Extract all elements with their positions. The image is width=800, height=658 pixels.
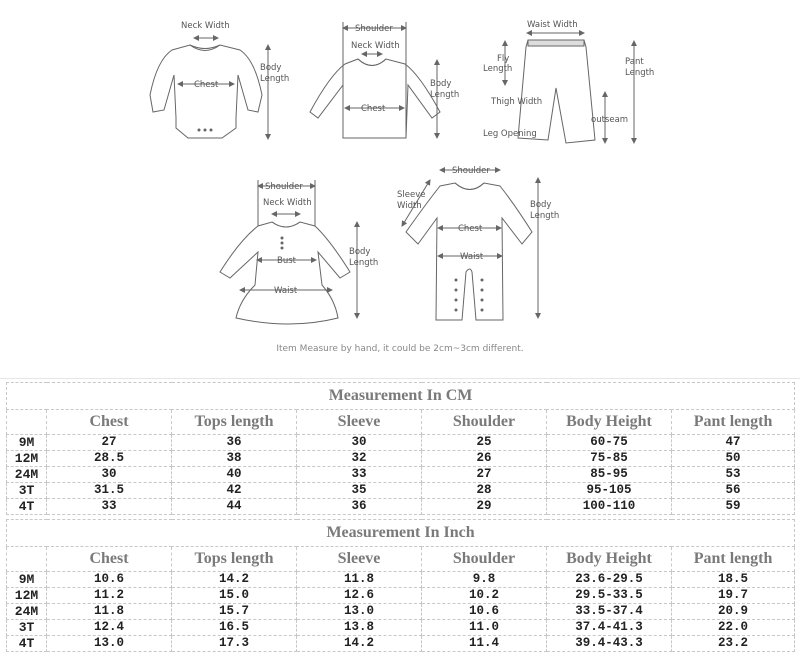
col-header-pant-length: Pant length [670,546,796,572]
svg-text:Length: Length [260,74,289,84]
svg-text:outseam: outseam [591,115,628,125]
size-table-inch: Measurement In Inch Chest Tops length Sl… [5,519,796,652]
svg-text:Length: Length [349,258,378,268]
svg-text:Body: Body [530,200,551,210]
table-title: Measurement In CM [5,382,796,410]
table-title: Measurement In Inch [5,519,796,547]
measurement-diagrams: Neck Width Chest Body Length Shoulder Ne… [149,20,654,325]
col-header-tops-length: Tops length [171,409,297,435]
svg-text:Chest: Chest [194,80,219,90]
col-header-body-height: Body Height [546,546,672,572]
col-header-chest: Chest [46,409,172,435]
svg-text:Width: Width [397,201,422,211]
svg-text:Chest: Chest [361,104,386,114]
svg-text:Body: Body [349,247,370,257]
pants-diagram: Waist Width Fly Length Pant Length Thigh… [483,20,654,144]
col-header-tops-length: Tops length [171,546,297,572]
romper-diagram: Shoulder Sleeve Width Chest Waist Body L… [397,166,559,321]
svg-text:Length: Length [530,211,559,221]
svg-text:Waist: Waist [274,286,298,296]
measurement-note: Item Measure by hand, it could be 2cm~3c… [276,344,524,354]
col-header-sleeve: Sleeve [296,409,422,435]
neck-width-label: Neck Width [181,21,230,31]
svg-text:Body: Body [260,63,281,73]
svg-text:Length: Length [483,64,512,74]
bodysuit-diagram: Neck Width Chest Body Length [149,21,289,140]
svg-text:Chest: Chest [458,224,483,234]
table-header-row: Chest Tops length Sleeve Shoulder Body H… [6,409,796,435]
svg-text:Shoulder: Shoulder [265,182,303,192]
svg-text:Sleeve: Sleeve [397,190,425,200]
svg-text:Length: Length [625,68,654,78]
col-header-shoulder: Shoulder [421,409,547,435]
svg-text:Body: Body [430,79,451,89]
svg-text:Leg Opening: Leg Opening [483,129,537,139]
svg-text:Waist Width: Waist Width [527,20,578,30]
svg-text:Neck Width: Neck Width [351,41,400,51]
col-header-chest: Chest [46,546,172,572]
dress-diagram: Shoulder Neck Width Bust Waist Body Leng… [219,180,378,325]
col-header-pant-length: Pant length [670,409,796,435]
svg-text:Fly: Fly [497,54,509,64]
divider [0,378,800,379]
col-header-body-height: Body Height [546,409,672,435]
svg-text:Bust: Bust [277,256,297,266]
svg-text:Neck Width: Neck Width [263,198,312,208]
svg-text:Pant: Pant [625,57,644,67]
svg-text:Shoulder: Shoulder [452,166,490,176]
top-diagram: Shoulder Neck Width Chest Body Length [309,22,459,139]
col-header-sleeve: Sleeve [296,546,422,572]
svg-text:Length: Length [430,90,459,100]
svg-text:Shoulder: Shoulder [355,24,393,34]
svg-text:Waist: Waist [460,252,484,262]
col-header-shoulder: Shoulder [421,546,547,572]
table-header-row: Chest Tops length Sleeve Shoulder Body H… [6,546,796,572]
size-table-cm: Measurement In CM Chest Tops length Slee… [5,382,796,515]
svg-text:Thigh Width: Thigh Width [490,97,542,107]
